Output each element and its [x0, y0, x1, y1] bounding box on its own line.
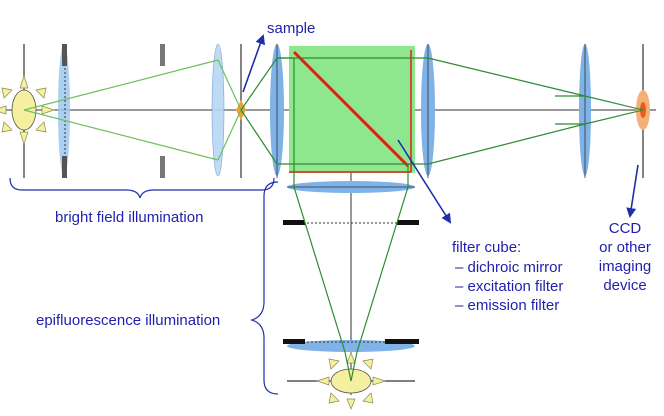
- field-diaphragm-bottom: [62, 156, 67, 178]
- sun-lamp-icon: [0, 74, 56, 146]
- epi-diaphragm-right: [397, 220, 419, 225]
- ccd-line-4: device: [603, 277, 646, 294]
- aperture-stop-bottom: [160, 156, 165, 178]
- epi-aperture-left: [283, 339, 305, 344]
- epifluorescence-rays: [277, 57, 409, 382]
- filter-item-dichroic: – dichroic mirror: [455, 259, 563, 276]
- aperture-stop-top: [160, 44, 165, 66]
- epi-aperture-right: [385, 339, 419, 344]
- epifluorescence-brace: [250, 181, 279, 395]
- bright-field-label: bright field illumination: [55, 209, 203, 226]
- dichroic-mirror: [292, 50, 410, 168]
- collector-lens: [58, 44, 70, 176]
- filter-item-excitation: – excitation filter: [455, 278, 563, 295]
- filter-cube-arrow: [397, 139, 452, 224]
- bright-field-rays: [23, 59, 242, 161]
- epifluorescence-label: epifluorescence illumination: [36, 312, 220, 329]
- sample-arrow: [242, 34, 266, 93]
- ccd-line-2: or other: [599, 239, 651, 256]
- filter-cube-title: filter cube:: [452, 239, 521, 256]
- ccd-arrow: [626, 164, 639, 218]
- imaging-rays: [240, 57, 644, 165]
- ccd-line-1: CCD: [609, 220, 642, 237]
- epi-field-lens: [287, 340, 415, 352]
- sample-label: sample: [267, 20, 315, 37]
- filter-item-emission: – emission filter: [455, 297, 559, 314]
- bright-field-brace: [9, 177, 275, 199]
- condenser-lens: [211, 43, 225, 177]
- field-diaphragm-top: [62, 44, 67, 66]
- epi-diaphragm-left: [283, 220, 305, 225]
- ccd-line-3: imaging: [599, 258, 652, 275]
